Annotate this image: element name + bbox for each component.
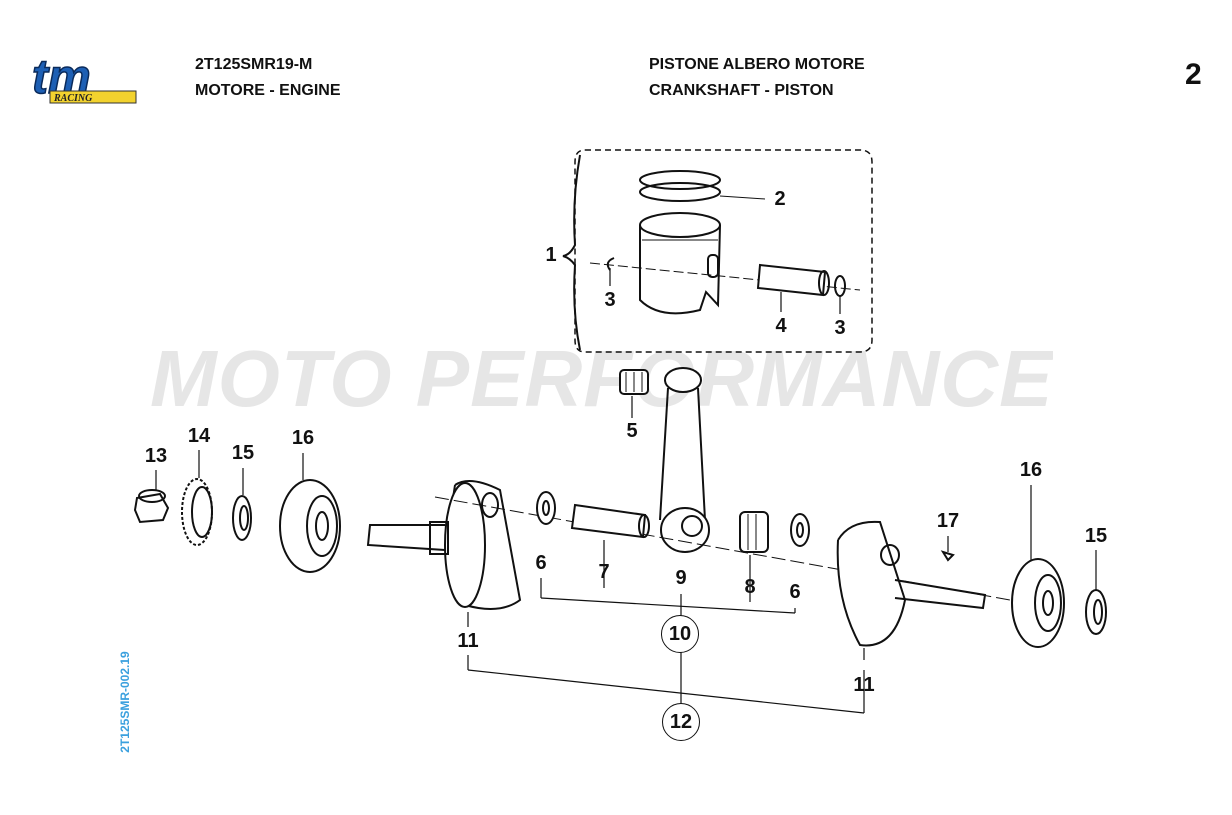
main-bearing bbox=[1011, 558, 1065, 648]
svg-text:tm: tm bbox=[32, 55, 91, 104]
watermark: MOTO PERFORMANCE bbox=[150, 343, 1054, 415]
circlip bbox=[834, 275, 846, 297]
piston-pin bbox=[756, 263, 830, 297]
title-italian: PISTONE ALBERO MOTORE bbox=[649, 56, 865, 73]
callout-1: 1 bbox=[545, 244, 557, 266]
svg-text:RACING: RACING bbox=[53, 93, 93, 104]
crankshaft-half-right bbox=[836, 520, 987, 647]
big-end-bearing bbox=[739, 511, 769, 553]
piston-ring bbox=[639, 182, 721, 202]
page-number: 2 bbox=[1185, 58, 1202, 91]
callout-6: 6 bbox=[789, 581, 801, 603]
model-code: 2T125SMR19-M bbox=[195, 56, 313, 73]
callout-6: 6 bbox=[535, 552, 547, 574]
thrust-washer bbox=[790, 513, 810, 547]
callout-8: 8 bbox=[744, 576, 756, 598]
piston-ring bbox=[639, 170, 721, 190]
callout-7: 7 bbox=[598, 561, 610, 583]
callout-2: 2 bbox=[774, 188, 786, 210]
callout-3: 3 bbox=[604, 289, 616, 311]
oil-seal bbox=[232, 495, 252, 541]
circlip bbox=[606, 257, 615, 271]
piston bbox=[639, 212, 721, 315]
main-bearing bbox=[279, 479, 341, 573]
callout-3: 3 bbox=[834, 317, 846, 339]
oil-seal bbox=[1085, 589, 1107, 635]
gear bbox=[181, 478, 213, 546]
tm-racing-logo: tm RACING bbox=[31, 55, 137, 105]
callout-16: 16 bbox=[291, 427, 315, 449]
piston-kit-box bbox=[574, 149, 873, 353]
callout-5: 5 bbox=[626, 420, 638, 442]
crankshaft-half-left bbox=[366, 480, 522, 610]
callout-17: 17 bbox=[936, 510, 960, 532]
callout-16: 16 bbox=[1019, 459, 1043, 481]
callout-11: 11 bbox=[853, 674, 875, 696]
callout-14: 14 bbox=[187, 425, 211, 447]
connecting-rod bbox=[659, 367, 710, 553]
group-title: MOTORE - ENGINE bbox=[195, 82, 341, 99]
thrust-washer bbox=[536, 491, 556, 525]
crank-pin bbox=[570, 503, 650, 539]
woodruff-key bbox=[940, 550, 955, 562]
callout-11: 11 bbox=[457, 630, 479, 652]
title-english: CRANKSHAFT - PISTON bbox=[649, 82, 834, 99]
callout-15: 15 bbox=[1084, 525, 1108, 547]
callout-4: 4 bbox=[775, 315, 787, 337]
callout-13: 13 bbox=[144, 445, 168, 467]
callout-15: 15 bbox=[231, 442, 255, 464]
brace bbox=[562, 154, 581, 351]
callout-10-circled: 10 bbox=[661, 615, 699, 653]
callout-9: 9 bbox=[675, 567, 687, 589]
nut bbox=[133, 489, 170, 524]
callout-12-circled: 12 bbox=[662, 703, 700, 741]
